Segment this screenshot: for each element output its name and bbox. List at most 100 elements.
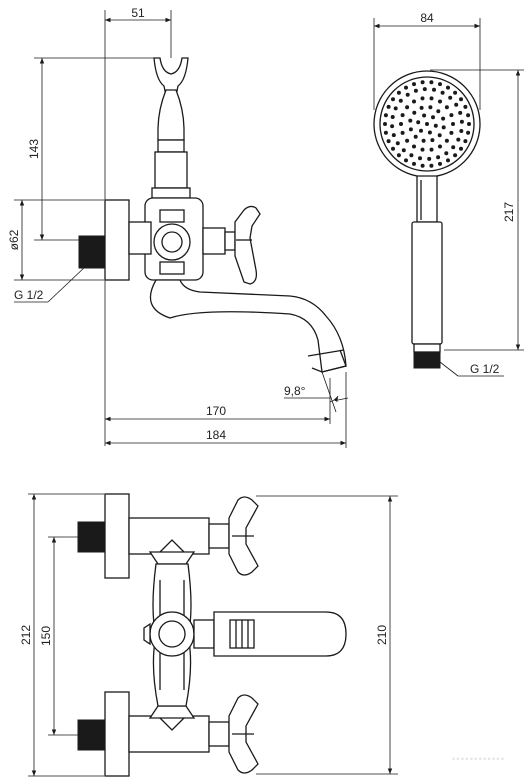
nozzle-dot xyxy=(430,138,435,143)
dim-62-label: ø62 xyxy=(7,229,21,250)
nozzle-dot xyxy=(437,133,442,138)
nozzle-dot xyxy=(429,147,434,152)
nozzle-dot xyxy=(467,122,471,126)
nozzle-dot xyxy=(408,118,413,123)
nozzle-dot xyxy=(393,106,398,111)
nozzle-dot xyxy=(412,144,416,149)
wall-flange-side xyxy=(104,199,130,281)
nozzle-dot xyxy=(431,115,435,120)
nozzle-dot xyxy=(432,87,436,92)
nozzle-dot xyxy=(459,146,463,151)
nozzle-dot xyxy=(405,138,410,143)
shower-nozzles xyxy=(383,80,471,168)
nozzle-dot xyxy=(400,130,405,135)
nozzle-dot xyxy=(454,102,459,107)
nozzle-dot xyxy=(420,163,425,168)
nozzle-dot xyxy=(446,85,450,90)
dim-143-label: 143 xyxy=(27,139,41,159)
nozzle-dot xyxy=(459,119,464,124)
nozzle-dot xyxy=(438,99,442,104)
nozzle-dot xyxy=(425,122,429,126)
nozzle-dot xyxy=(386,139,391,144)
shower-holder xyxy=(153,57,189,97)
nozzle-dot xyxy=(413,88,418,93)
holder-neck xyxy=(157,89,185,141)
nozzle-dot xyxy=(395,141,400,146)
thread-shower-label: G 1/2 xyxy=(470,362,500,376)
nozzle-dot xyxy=(416,120,421,125)
nozzle-dot xyxy=(412,82,416,87)
nozzle-dot xyxy=(448,95,453,100)
nozzle-dot xyxy=(404,158,408,163)
nozzle-dot xyxy=(463,104,468,109)
nozzle-dot xyxy=(422,113,427,118)
nozzle-dot xyxy=(451,145,456,150)
nozzle-dot xyxy=(453,90,458,95)
nozzle-dot xyxy=(391,133,396,138)
nozzle-dot xyxy=(383,130,388,135)
shower-handle xyxy=(411,221,443,345)
nozzle-dot xyxy=(436,155,441,160)
nozzle-dot xyxy=(422,87,427,92)
nozzle-dot xyxy=(390,124,395,129)
nozzle-dot xyxy=(386,104,391,109)
inlet-top xyxy=(77,521,106,553)
nozzle-dot xyxy=(429,96,434,101)
nozzle-dot xyxy=(413,134,418,139)
inlet-bottom xyxy=(77,719,106,751)
nozzle-dot xyxy=(383,113,388,118)
nozzle-dot xyxy=(441,116,446,121)
nozzle-dot xyxy=(463,139,468,144)
spout xyxy=(149,279,347,373)
nozzle-dot xyxy=(412,110,417,115)
nozzle-dot xyxy=(427,156,432,161)
dim-184-label: 184 xyxy=(206,428,226,442)
nozzle-dot xyxy=(412,99,416,104)
nozzle-dot xyxy=(420,80,425,85)
nozzle-dot xyxy=(420,147,425,152)
nozzle-dot xyxy=(429,163,434,168)
side-view: 51 143 ø62 G 1/2 9,8° 170 184 xyxy=(7,6,349,448)
nozzle-dot xyxy=(466,113,471,118)
nozzle-dot xyxy=(391,97,395,102)
inlet-thread-side xyxy=(78,235,106,269)
angle-label: 9,8° xyxy=(284,384,306,398)
nozzle-dot xyxy=(405,105,410,110)
thread-left-label: G 1/2 xyxy=(14,288,44,302)
dim-210-label: 210 xyxy=(375,625,389,645)
hand-shower: 84 217 G 1/2 xyxy=(373,11,524,377)
nozzle-dot xyxy=(396,90,401,95)
nozzle-dot xyxy=(400,113,405,118)
dim-170-label: 170 xyxy=(206,404,226,418)
nozzle-dot xyxy=(459,129,464,133)
nozzle-dot xyxy=(399,122,403,126)
nozzle-dot xyxy=(459,97,463,102)
nozzle-dot xyxy=(427,130,432,135)
nozzle-dot xyxy=(409,153,414,158)
cross-handle-side xyxy=(234,205,261,285)
nozzle-dot xyxy=(433,123,438,128)
nozzle-dot xyxy=(451,122,455,126)
nozzle-dot xyxy=(436,109,441,114)
front-view: 212 150 210 ............ xyxy=(19,493,505,777)
dim-212-label: 212 xyxy=(19,625,33,645)
nozzle-dot xyxy=(428,105,433,110)
nozzle-dot xyxy=(438,144,442,149)
nozzle-dot xyxy=(408,127,413,132)
nozzle-dot xyxy=(420,96,425,101)
nozzle-dot xyxy=(440,90,445,95)
nozzle-dot xyxy=(404,85,408,90)
nozzle-dot xyxy=(419,128,423,133)
nozzle-dot xyxy=(456,137,461,142)
nozzle-dot xyxy=(449,113,454,118)
nozzle-dot xyxy=(444,151,449,156)
nozzle-dot xyxy=(401,148,406,153)
nozzle-dot xyxy=(391,146,395,151)
nozzle-dot xyxy=(396,153,401,158)
flange-top xyxy=(104,493,130,579)
nozzle-dot xyxy=(418,156,422,161)
nozzle-dot xyxy=(438,161,442,166)
nozzle-dot xyxy=(458,110,463,115)
nozzle-dot xyxy=(390,115,395,119)
